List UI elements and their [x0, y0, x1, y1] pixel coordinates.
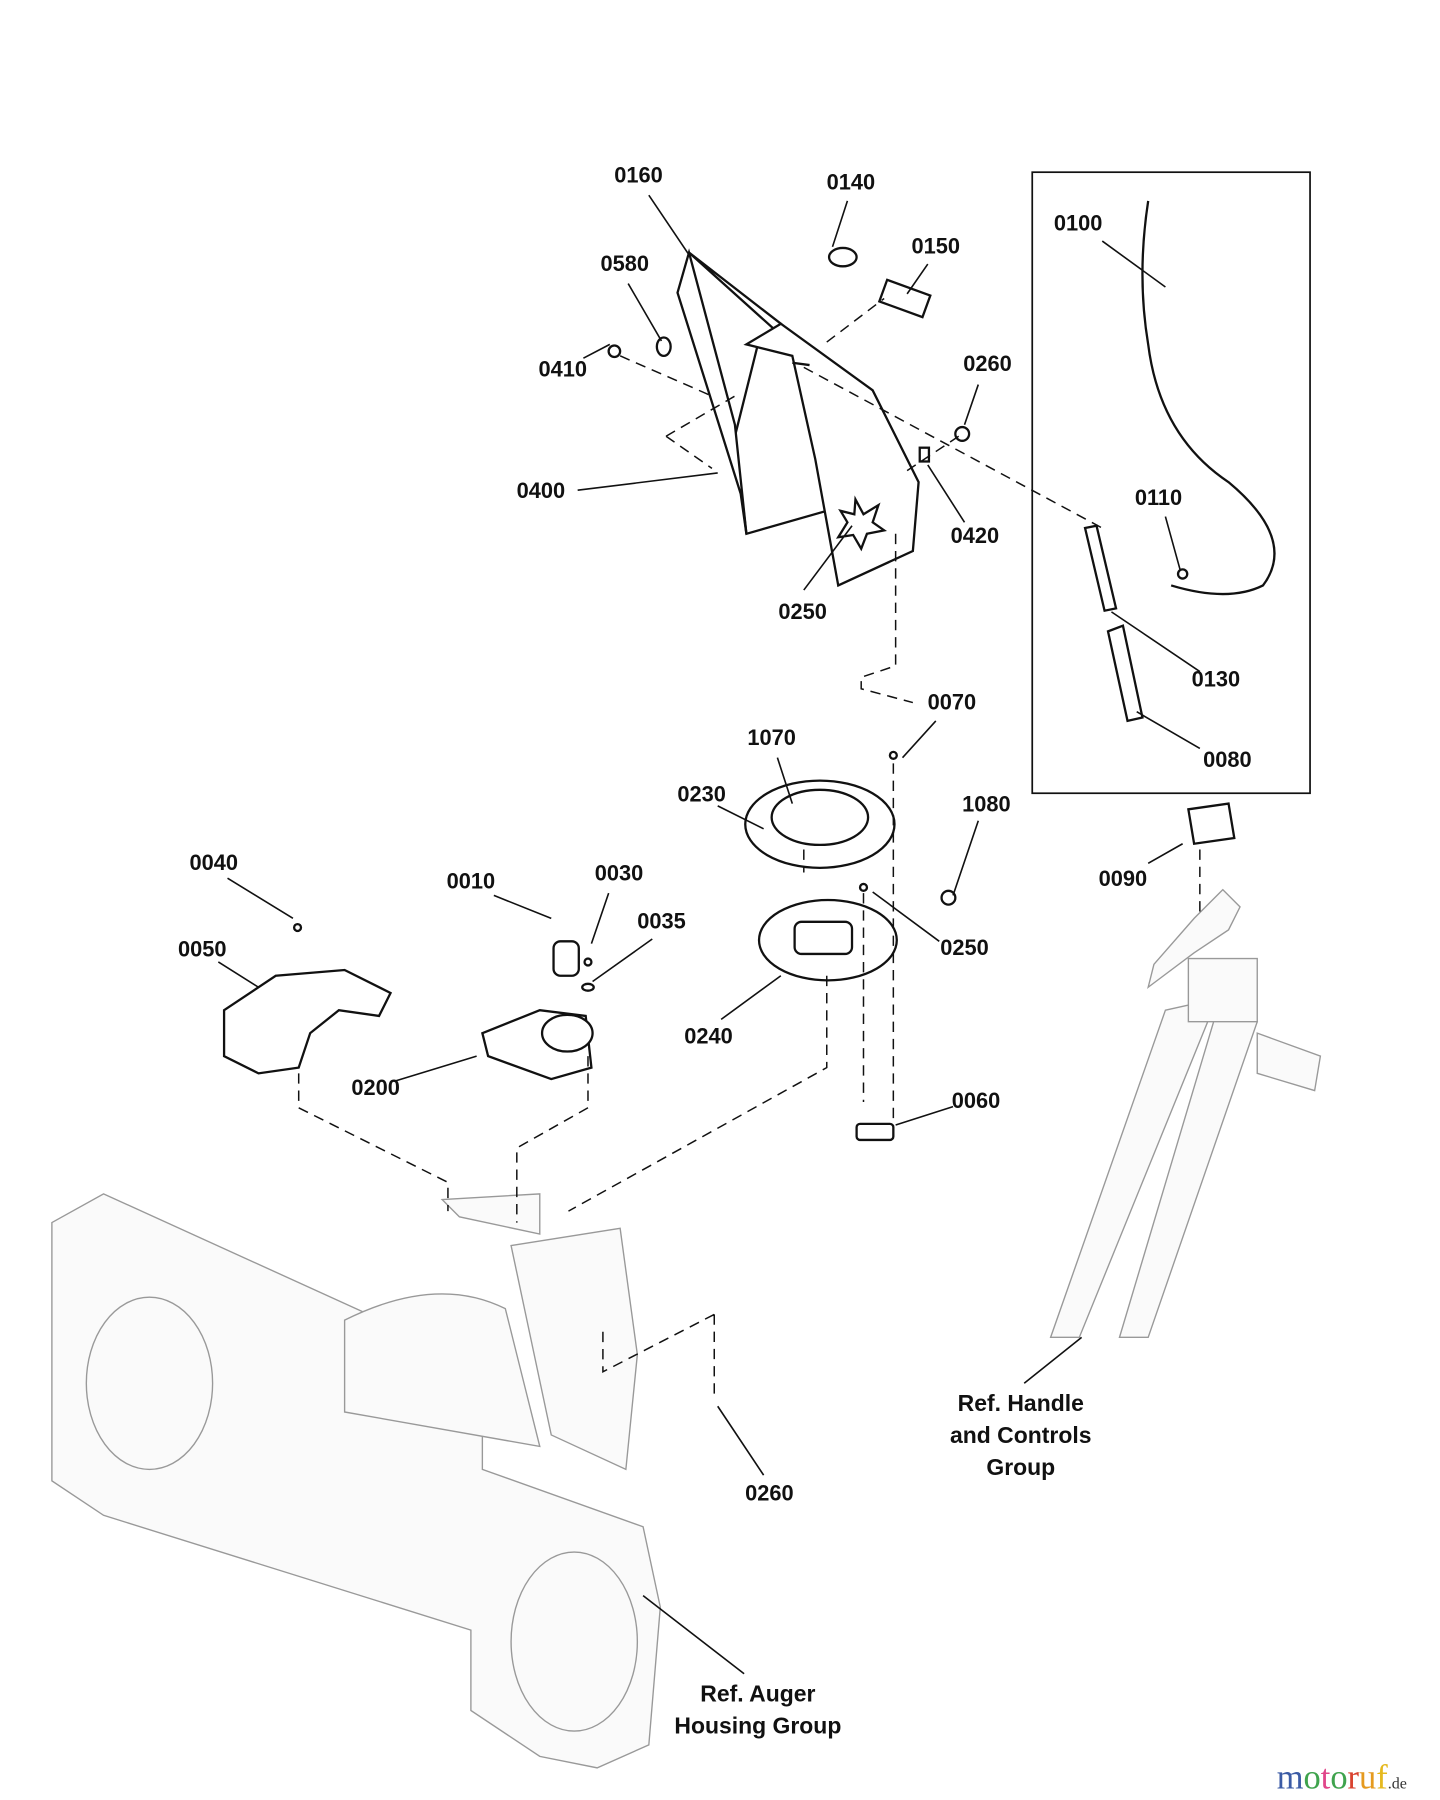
ref-auger-line1: Ref. Auger — [700, 1680, 815, 1706]
assembly-lines — [297, 297, 1201, 1395]
auger-housing-drawing — [51, 1193, 662, 1769]
callout-0150: 0150 — [912, 234, 961, 259]
cable-inset-box — [1031, 171, 1311, 795]
callout-0100: 0100 — [1054, 211, 1103, 236]
callout-0420: 0420 — [951, 523, 1000, 548]
callout-0080: 0080 — [1203, 747, 1252, 772]
callout-1070: 1070 — [747, 725, 796, 750]
svg-text:motoruf.de: motoruf.de — [1277, 1759, 1407, 1797]
reference-handle-controls: Ref. Handle and Controls Group — [950, 1390, 1091, 1480]
callout-0035: 0035 — [637, 909, 686, 934]
callout-0050: 0050 — [178, 936, 227, 961]
callout-0110: 0110 — [1135, 485, 1182, 510]
ref-handle-line1: Ref. Handle — [958, 1390, 1084, 1416]
callout-0060: 0060 — [952, 1088, 1001, 1113]
callout-0070: 0070 — [928, 689, 977, 714]
callout-0130: 0130 — [1192, 666, 1241, 691]
leader-lines — [217, 194, 1201, 1675]
ref-handle-line2: and Controls — [950, 1422, 1091, 1448]
reference-auger-housing: Ref. Auger Housing Group — [674, 1680, 841, 1738]
callout-0160: 0160 — [614, 163, 663, 188]
callout-0140: 0140 — [827, 169, 876, 194]
cover-0050 — [222, 968, 393, 1075]
cable-0100 — [1141, 200, 1276, 596]
callout-0240: 0240 — [684, 1023, 733, 1048]
callout-1080: 1080 — [962, 792, 1011, 817]
callout-0400: 0400 — [517, 478, 566, 503]
ref-auger-line2: Housing Group — [674, 1712, 841, 1738]
callouts: 0160 0140 0150 0580 0410 0260 0400 0420 … — [178, 163, 1252, 1506]
callout-0260-lower: 0260 — [745, 1480, 794, 1505]
chute-drawing — [676, 248, 920, 588]
callout-0410: 0410 — [538, 357, 587, 382]
callout-0260: 0260 — [963, 351, 1012, 376]
callout-0090: 0090 — [1099, 866, 1148, 891]
callout-0030: 0030 — [595, 860, 644, 885]
handle-drawing — [1049, 888, 1322, 1339]
callout-0230: 0230 — [677, 781, 726, 806]
callout-0200: 0200 — [351, 1075, 400, 1100]
callout-0040: 0040 — [190, 850, 238, 875]
callout-0580: 0580 — [600, 251, 649, 276]
switch-0090 — [1187, 802, 1236, 846]
motoruf-watermark-logo: motoruf.de — [1277, 1759, 1407, 1797]
ref-handle-line3: Group — [986, 1454, 1055, 1480]
callout-0250: 0250 — [778, 599, 827, 624]
callout-0250-lower: 0250 — [940, 935, 989, 960]
callout-0010: 0010 — [447, 869, 496, 894]
